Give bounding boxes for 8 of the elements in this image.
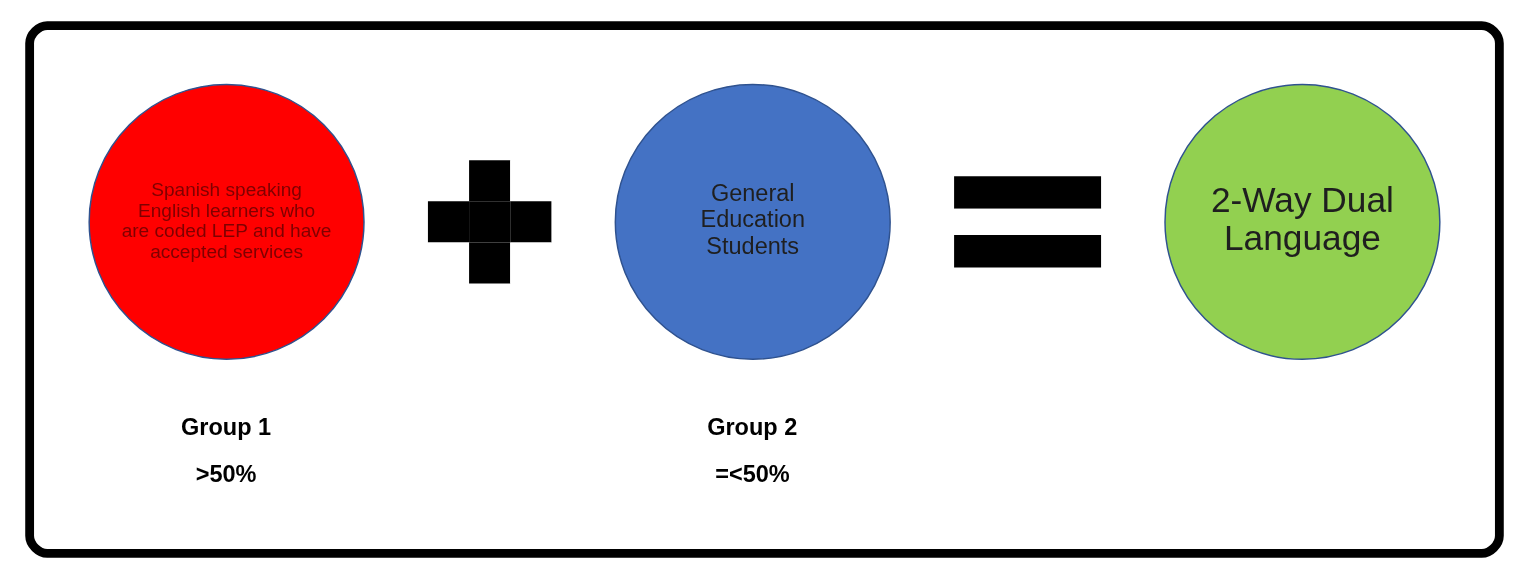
node-circle: General Education Students	[614, 83, 891, 361]
node-label: >50%	[195, 461, 256, 488]
node-circle: Spanish speaking English learners who are coded LEP and have accepted services	[87, 83, 365, 361]
node-label: =<50%	[714, 461, 790, 488]
node-circle: 2-Way Dual Language	[1163, 83, 1441, 361]
node-label: Group 2	[706, 414, 797, 441]
node-label: Group 1	[180, 414, 271, 441]
cluster	[24, 21, 1504, 558]
